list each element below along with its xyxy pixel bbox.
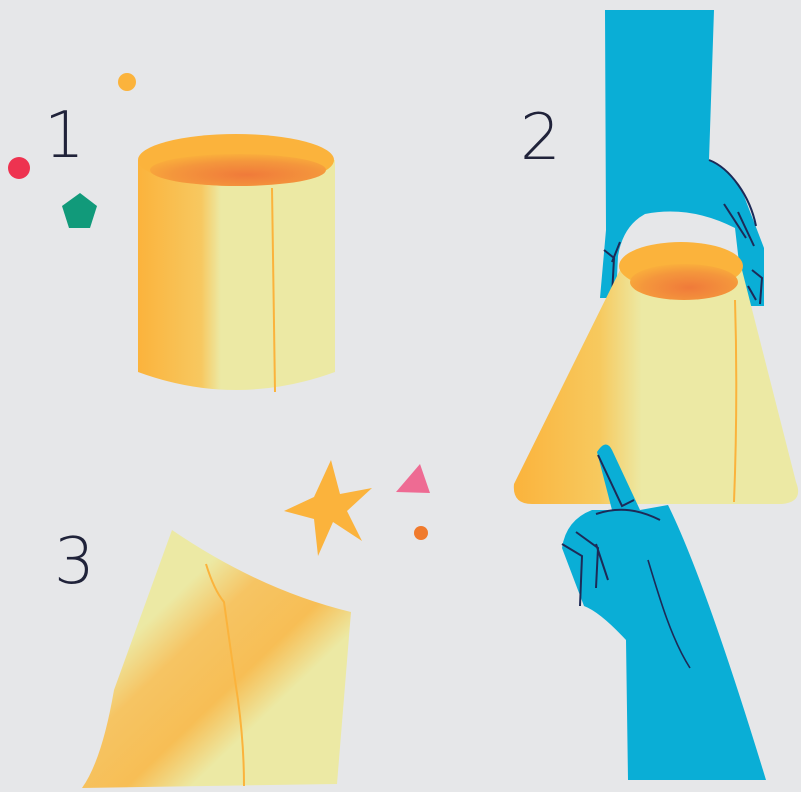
step-number-1: 1 (44, 104, 85, 168)
confetti-dot-yellow (118, 73, 136, 91)
step-number-2: 2 (520, 106, 561, 170)
flat-lampshade-sheet (82, 530, 351, 788)
confetti-dot-red (8, 157, 30, 179)
confetti-dot-orange (414, 526, 428, 540)
confetti-star-yellow (284, 460, 372, 556)
step-number-3: 3 (54, 530, 95, 594)
confetti-triangle-pink (396, 464, 430, 493)
confetti-pentagon-green (62, 193, 97, 228)
cylinder-lampshade (138, 134, 335, 392)
